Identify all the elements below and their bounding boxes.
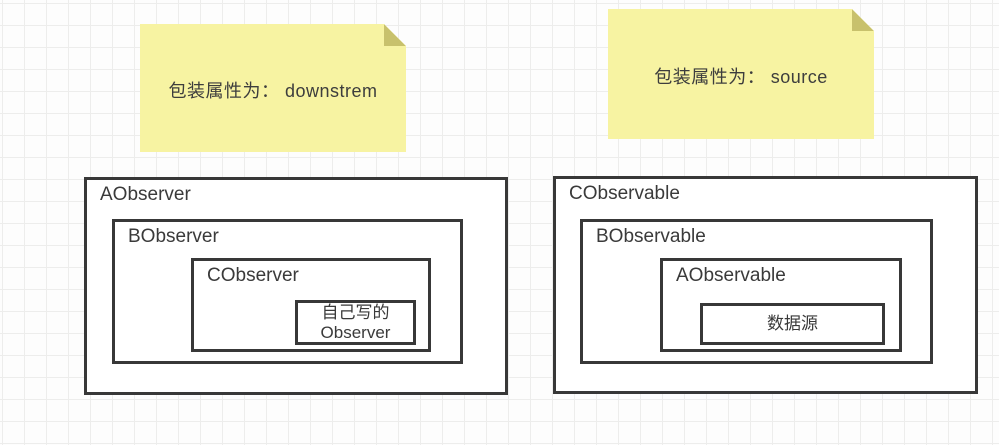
- aobserver-label: AObserver: [100, 184, 191, 205]
- custom-observer-box: 自己写的 Observer: [295, 300, 416, 345]
- sticky-note-downstream: 包装属性为： downstrem: [140, 24, 406, 152]
- bobserver-label: BObserver: [128, 226, 219, 247]
- cobservable-box: CObservable BObservable AObservable 数据源: [553, 176, 978, 394]
- aobserver-box: AObserver BObserver CObserver 自己写的 Obser…: [84, 177, 508, 395]
- bobserver-box: BObserver CObserver 自己写的 Observer: [112, 219, 463, 364]
- bobservable-label: BObservable: [596, 226, 706, 247]
- cobserver-label: CObserver: [207, 265, 299, 286]
- folded-corner-icon: [384, 24, 406, 46]
- folded-corner-icon: [852, 9, 874, 31]
- sticky-note-downstream-text: 包装属性为： downstrem: [168, 81, 378, 101]
- sticky-note-source-text: 包装属性为： source: [654, 67, 828, 87]
- custom-observer-label-line2: Observer: [320, 323, 391, 342]
- bobservable-box: BObservable AObservable 数据源: [580, 219, 933, 364]
- data-source-box: 数据源: [700, 303, 885, 345]
- data-source-label: 数据源: [767, 314, 818, 333]
- aobservable-box: AObservable 数据源: [660, 258, 902, 352]
- sticky-note-source: 包装属性为： source: [608, 9, 874, 139]
- cobserver-box: CObserver 自己写的 Observer: [191, 258, 431, 352]
- aobservable-label: AObservable: [676, 265, 786, 286]
- custom-observer-label-line1: 自己写的: [321, 303, 390, 322]
- cobservable-label: CObservable: [569, 183, 680, 204]
